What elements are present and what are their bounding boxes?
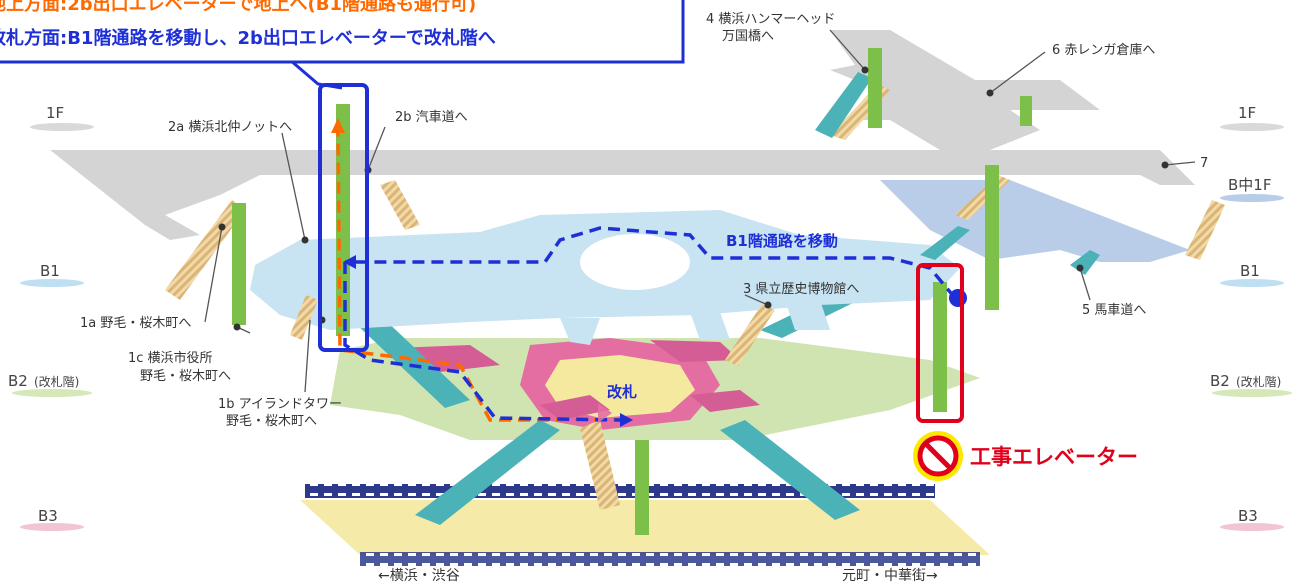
notice-line-1: 地上方面:2b出口エレベーターで地上へ(B1階通路も通行可) — [0, 0, 476, 15]
floor-label-b3-left: B3 — [38, 507, 58, 525]
exit-1b-label-2: 野毛・桜木町へ — [226, 414, 317, 429]
elevator-under-construction — [933, 282, 947, 412]
exit-2a-label: 2a 横浜北仲ノットへ — [168, 120, 292, 135]
notice-pointer — [289, 58, 343, 90]
floor-label-bm1-right: B中1F — [1228, 176, 1271, 194]
floor-markers — [12, 123, 1292, 531]
elevator-center — [635, 440, 649, 535]
exit-1a-label: 1a 野毛・桜木町へ — [80, 316, 191, 331]
exit-1c-label-1: 1c 横浜市役所 — [128, 350, 213, 366]
exit-7-label: 7 — [1200, 156, 1208, 171]
elevator-shafts — [232, 48, 1032, 535]
exit-1c-label-2: 野毛・桜木町へ — [140, 369, 231, 384]
exit-1b-label-1: 1b アイランドタワー — [218, 397, 342, 412]
bm1-concourse — [880, 180, 1190, 262]
exit-2b-label: 2b 汽車道へ — [395, 110, 468, 125]
floor-labels: 1F 1F B中1F B1 B1 B2 (改札階) B2 (改札階) B3 B3 — [8, 104, 1281, 525]
stair-flights — [165, 84, 1225, 366]
elevator-1a — [232, 203, 246, 325]
exit-4-label-1: 4 横浜ハンマーヘッド — [706, 12, 835, 27]
floor-label-b1-left: B1 — [40, 262, 60, 280]
exit-labels: 4 横浜ハンマーヘッド 万国橋へ 6 赤レンガ倉庫へ 7 2a 横浜北仲ノットへ… — [80, 12, 1208, 429]
floor-label-b2-right: B2 — [1210, 372, 1230, 390]
exit-leaders — [204, 29, 1196, 393]
b1-concourse — [250, 210, 960, 345]
floor-label-1f-right: 1F — [1238, 104, 1256, 122]
no-entry-icon — [913, 431, 963, 481]
elevator-2b-highlight — [318, 83, 369, 352]
notice-box — [0, 0, 685, 64]
construction-elevator-label: 工事エレベーター — [970, 445, 1138, 469]
floor-label-b2-left: B2 — [8, 372, 28, 390]
direction-left: ←横浜・渋谷 — [378, 568, 460, 584]
elevator-7 — [985, 165, 999, 310]
construction-elevator-highlight — [916, 263, 964, 423]
b1-route-label: B1階通路を移動 — [726, 232, 838, 250]
floor-label-b2-sub-right: (改札階) — [1236, 374, 1281, 389]
floor-label-b3-right: B3 — [1238, 507, 1258, 525]
gates-label: 改札 — [607, 383, 637, 401]
exit-3-label: 3 県立歴史博物館へ — [743, 282, 859, 297]
floor-label-b1-right: B1 — [1240, 262, 1260, 280]
exit-6-label: 6 赤レンガ倉庫へ — [1052, 43, 1155, 58]
elevator-4 — [868, 48, 882, 128]
floor-label-b2-sub-left: (改札階) — [34, 374, 79, 389]
floor-label-1f-left: 1F — [46, 104, 64, 122]
direction-right: 元町・中華街→ — [842, 568, 938, 584]
exit-4-label-2: 万国橋へ — [722, 29, 774, 44]
exit-5-label: 5 馬車道へ — [1082, 303, 1146, 318]
route-to-ground — [331, 118, 625, 422]
notice-line-2: 改札方面:B1階通路を移動し、2b出口エレベーターで改札階へ — [0, 27, 496, 49]
